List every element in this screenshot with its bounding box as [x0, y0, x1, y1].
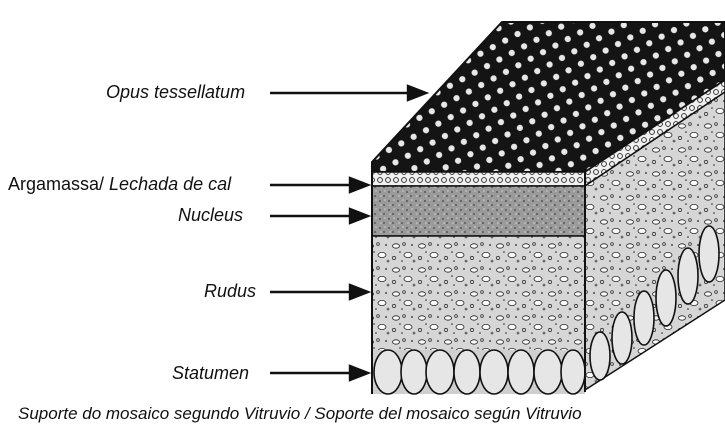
- arrow-nucleus: [270, 209, 368, 223]
- opus-tessellatum-label: Opus tessellatum: [106, 82, 245, 102]
- arrow-rudus: [270, 285, 368, 299]
- argamassa-prefix: Argamassa/: [8, 174, 109, 194]
- rudus-layer: [372, 236, 585, 352]
- arrow-statumen: [270, 366, 368, 380]
- argamassa-label: Argamassa/ Lechada de cal: [8, 174, 231, 194]
- rudus-label: Rudus: [204, 281, 256, 301]
- argamassa-rest: Lechada de cal: [109, 174, 231, 194]
- arrow-opus: [270, 86, 426, 100]
- statumen-label: Statumen: [172, 363, 249, 383]
- nucleus-label: Nucleus: [178, 205, 243, 225]
- nucleus-layer: [372, 186, 585, 236]
- figure-caption: Suporte do mosaico segundo Vitruvio / So…: [18, 404, 582, 424]
- arrow-argamassa: [270, 178, 368, 192]
